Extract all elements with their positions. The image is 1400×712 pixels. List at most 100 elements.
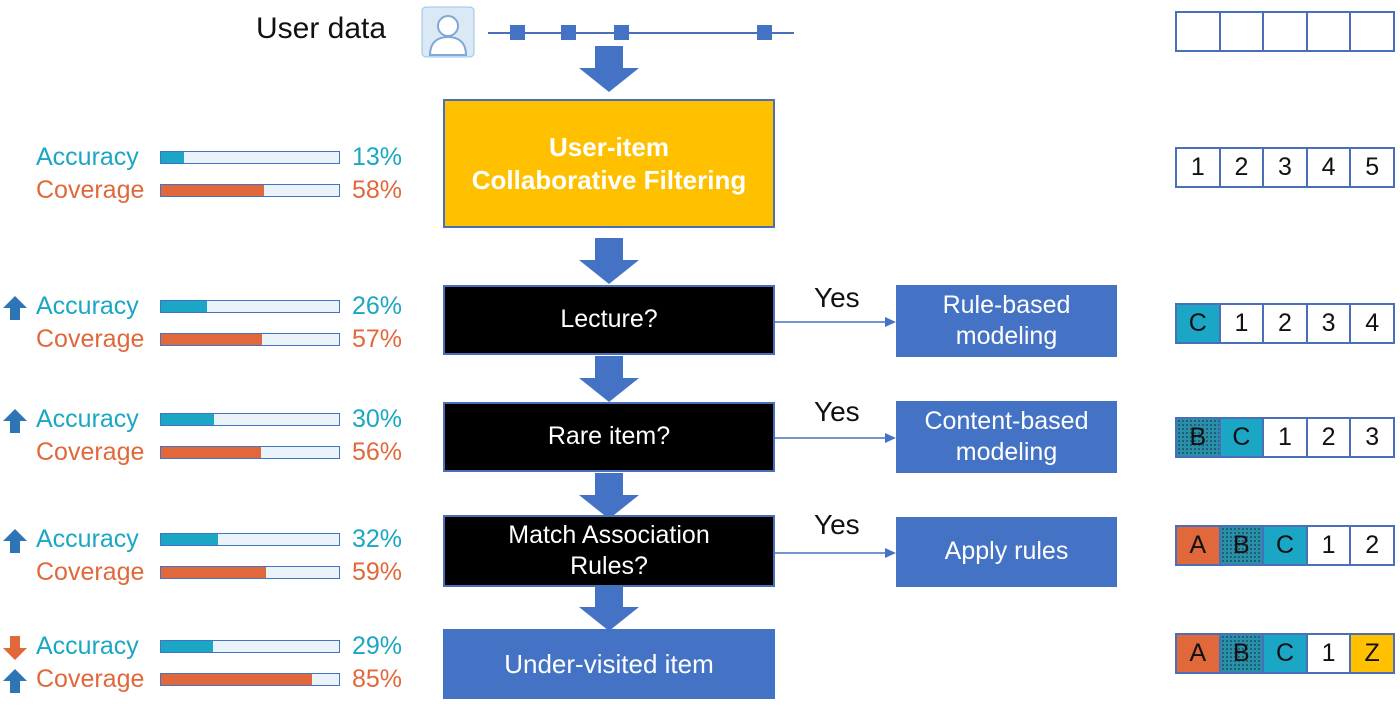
decision-line1: Rare item? <box>547 422 671 451</box>
yes-connector-arrow <box>775 548 896 558</box>
cf-line2: Collaborative Filtering <box>471 164 747 195</box>
content-based-modeling-box: Content-based modeling <box>896 401 1117 473</box>
decision-line2: Rules? <box>570 552 648 580</box>
yes-connector-arrow <box>775 317 896 327</box>
yes-connector-arrow <box>775 433 896 443</box>
accuracy-label: Accuracy <box>36 405 139 433</box>
coverage-value: 85% <box>352 665 403 693</box>
accuracy-label: Accuracy <box>36 292 139 320</box>
list-cell: 4 <box>1307 149 1352 186</box>
list-cell <box>1220 13 1265 50</box>
coverage-label: Coverage <box>36 176 145 204</box>
coverage-bar-fill <box>161 447 261 458</box>
accuracy-metric-row: Accuracy 13% <box>0 143 420 175</box>
trend-up-icon <box>3 669 27 693</box>
list-cell: 3 <box>1264 149 1308 186</box>
accuracy-label: Accuracy <box>36 632 139 660</box>
list-cell: A <box>1177 527 1221 564</box>
list-cell: 2 <box>1351 527 1393 564</box>
accuracy-bar <box>160 300 340 313</box>
list-cell: C <box>1177 305 1221 342</box>
down-arrow-icon <box>579 238 639 284</box>
timeline-event <box>510 25 525 40</box>
user-timeline <box>488 32 794 34</box>
action-line1: Apply rules <box>944 537 1069 566</box>
list-cell: 2 <box>1220 149 1265 186</box>
list-cell: 2 <box>1307 419 1352 456</box>
accuracy-value: 32% <box>352 525 403 553</box>
accuracy-label: Accuracy <box>36 143 139 171</box>
timeline-event <box>561 25 576 40</box>
trend-up-icon <box>3 529 27 553</box>
list-cell: B <box>1220 527 1265 564</box>
coverage-label: Coverage <box>36 438 145 466</box>
list-cell: 1 <box>1220 305 1265 342</box>
accuracy-bar-fill <box>161 414 215 425</box>
coverage-bar-fill <box>161 334 263 345</box>
accuracy-bar <box>160 413 340 426</box>
coverage-bar <box>160 184 340 197</box>
list-cell: C <box>1264 527 1308 564</box>
accuracy-bar-fill <box>161 641 213 652</box>
coverage-bar <box>160 566 340 579</box>
trend-up-icon <box>3 296 27 320</box>
action-line2: modeling <box>955 438 1058 466</box>
under-visited-item-box: Under-visited item <box>443 629 775 699</box>
list-cell: 4 <box>1351 305 1393 342</box>
user-avatar-icon <box>421 6 475 58</box>
yes-label: Yes <box>814 509 860 540</box>
coverage-bar-fill <box>161 567 267 578</box>
action-line1: Content-based <box>924 406 1089 435</box>
decision-line1: Lecture? <box>560 305 658 334</box>
accuracy-bar-fill <box>161 534 218 545</box>
coverage-value: 56% <box>352 438 403 466</box>
list-cell: 1 <box>1307 527 1352 564</box>
cf-line1: User-item <box>549 132 669 162</box>
coverage-bar <box>160 333 340 346</box>
coverage-value: 58% <box>352 176 403 204</box>
decision-line1: Match Association <box>508 520 710 549</box>
coverage-bar <box>160 673 340 686</box>
coverage-label: Coverage <box>36 325 145 353</box>
coverage-metric-row: Coverage 57% <box>0 325 420 357</box>
apply-rules-box: Apply rules <box>896 517 1117 587</box>
user-data-label: User data <box>256 12 387 45</box>
accuracy-bar <box>160 151 340 164</box>
list-cell <box>1351 13 1393 50</box>
coverage-bar-fill <box>161 674 313 685</box>
list-cell: 2 <box>1264 305 1308 342</box>
coverage-value: 57% <box>352 325 403 353</box>
list-cell: 1 <box>1307 635 1352 672</box>
list-cell: 1 <box>1264 419 1308 456</box>
accuracy-bar-fill <box>161 152 185 163</box>
yes-label: Yes <box>814 282 860 313</box>
trend-up-icon <box>3 409 27 433</box>
rule-based-modeling-box: Rule-based modeling <box>896 285 1117 357</box>
timeline-event <box>614 25 629 40</box>
list-cell: 3 <box>1351 419 1393 456</box>
accuracy-label: Accuracy <box>36 525 139 553</box>
coverage-bar <box>160 446 340 459</box>
list-cell <box>1307 13 1352 50</box>
trend-down-icon <box>3 636 27 660</box>
list-cell: Z <box>1351 635 1393 672</box>
recommendation-list <box>1175 11 1395 52</box>
action-line2: modeling <box>955 322 1058 350</box>
list-cell: C <box>1220 419 1265 456</box>
down-arrow-icon <box>579 473 639 519</box>
down-arrow-icon <box>579 585 639 631</box>
accuracy-value: 13% <box>352 143 403 171</box>
action-line1: Rule-based <box>942 290 1071 319</box>
list-cell: B <box>1177 419 1221 456</box>
decision-lecture: Lecture? <box>443 285 775 355</box>
decision-rare-item: Rare item? <box>443 402 775 472</box>
list-cell <box>1177 13 1221 50</box>
accuracy-metric-row: Accuracy 32% <box>0 525 420 557</box>
